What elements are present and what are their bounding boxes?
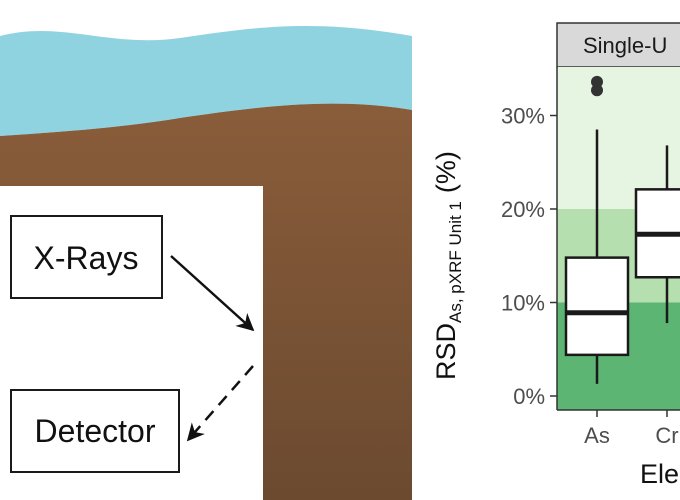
y-tick-label: 20%: [501, 197, 545, 222]
box-cr: [634, 145, 680, 324]
threshold-band: [557, 67, 680, 209]
detector-label: Detector: [35, 413, 156, 449]
outlier-point: [591, 75, 603, 88]
y-axis-title-main: RSD: [431, 323, 461, 380]
xray-label: X-Rays: [34, 240, 139, 276]
x-tick-label: As: [584, 423, 610, 448]
boxplot-chart: RSDAs, pXRF Unit 1 (%) Single-U 0% 10% 20% 3…: [431, 22, 680, 489]
soil-diagram: X-Rays Detector: [0, 26, 412, 500]
x-tick-label: Cr: [655, 423, 678, 448]
y-tick-label: 30%: [501, 104, 545, 129]
y-axis-title-unit: (%): [431, 151, 461, 193]
boxplot-series: [564, 75, 680, 384]
y-axis-title-sub: As, pXRF Unit 1: [446, 201, 465, 323]
y-axis-title: RSDAs, pXRF Unit 1 (%): [431, 151, 465, 380]
iqr-box: [564, 256, 630, 357]
facet-strip-title: Single-U: [583, 33, 667, 58]
x-axis: As Cr: [584, 410, 679, 448]
xray-arrow-icon: [170, 255, 255, 332]
y-tick-label: 0%: [513, 384, 545, 409]
detector-arrow-icon: [186, 365, 254, 442]
y-tick-label: 10%: [501, 291, 545, 316]
outlier-point: [591, 84, 603, 97]
x-axis-title: Ele: [640, 459, 679, 489]
detector-label-box: [10, 389, 180, 473]
box-as: [564, 75, 630, 384]
y-axis: 0% 10% 20% 30%: [501, 104, 557, 409]
water-layer: [0, 26, 412, 136]
xray-label-box: [10, 215, 163, 299]
